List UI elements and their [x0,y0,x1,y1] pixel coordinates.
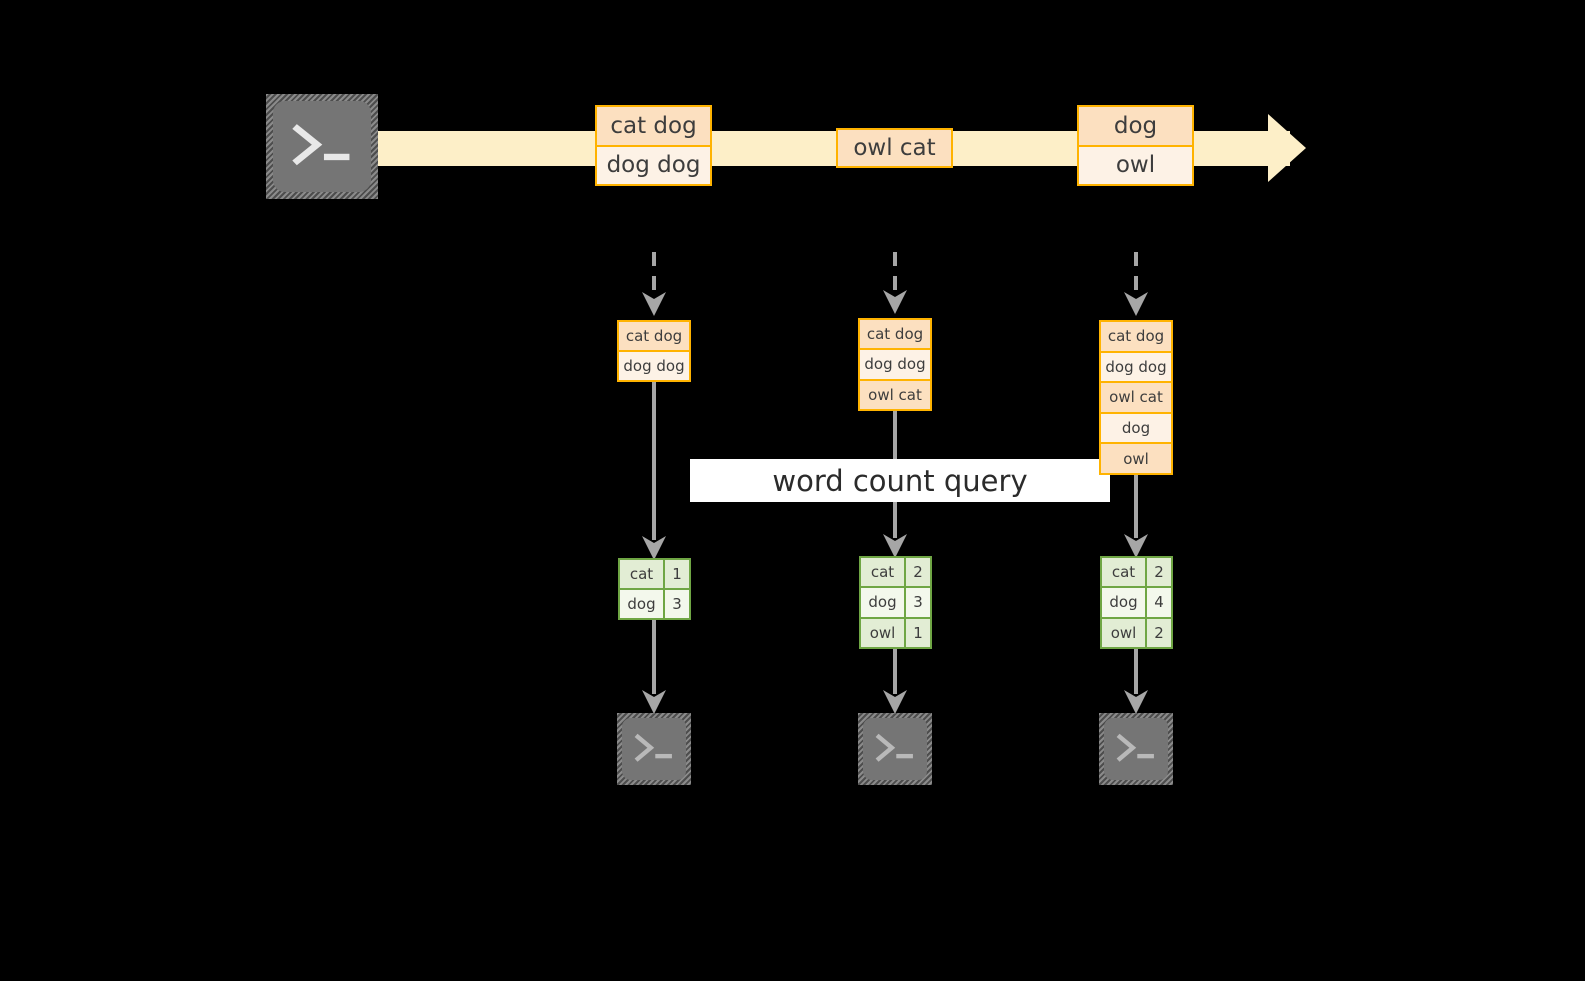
terminal-screen [1104,718,1168,780]
snapshot-3-sink-arrow [1121,649,1151,718]
terminal-prompt-glyph [292,124,350,166]
snapshot-1-sink-arrow [639,620,669,718]
snapshot-2-sink-arrow [880,649,910,718]
record-line: owl [1079,144,1192,184]
word-cell: cat [861,558,906,587]
word-cell: dog [861,588,906,617]
terminal-prompt-glyph [1116,733,1154,762]
record-line: dog dog [597,144,710,184]
table-row: owl 2 [1102,616,1171,647]
stream-arrowhead [1268,114,1306,182]
snapshot-3-result-table[interactable]: cat 2 dog 4 owl 2 [1100,556,1173,649]
terminal-prompt-glyph [634,733,672,762]
accumulated-line: dog dog [1101,350,1171,382]
accumulated-line: dog dog [860,348,930,379]
snapshot-1-tap-arrow [639,252,669,320]
count-cell: 4 [1154,593,1164,612]
word-cell: dog [1102,588,1147,617]
accumulated-line: cat dog [1101,322,1171,351]
accumulated-line: owl cat [1101,381,1171,412]
table-row: dog 3 [620,588,689,618]
snapshot-3-query-arrow [1121,475,1151,562]
count-cell: 2 [913,563,923,582]
table-row: cat 2 [1102,558,1171,587]
snapshot-3-sink-terminal-icon[interactable] [1099,713,1173,785]
word-cell: cat [1102,558,1147,587]
word-cell: owl [1102,618,1147,647]
snapshot-1-accumulated[interactable]: cat dog dog dog [617,320,691,382]
accumulated-line: dog [1101,411,1171,443]
source-terminal-icon[interactable] [266,94,378,199]
stream-record-2[interactable]: owl cat [836,128,953,168]
count-cell: 3 [913,593,923,612]
snapshot-1-sink-terminal-icon[interactable] [617,713,691,785]
terminal-screen [273,101,371,192]
accumulated-line: cat dog [619,322,689,350]
stream-record-3[interactable]: dog owl [1077,105,1194,186]
table-row: dog 4 [1102,586,1171,617]
query-label-band: word count query [690,459,1110,502]
query-label: word count query [772,463,1028,498]
stream-record-1[interactable]: cat dog dog dog [595,105,712,186]
snapshot-1-query-arrow [639,382,669,564]
snapshot-3-accumulated[interactable]: cat dog dog dog owl cat dog owl [1099,320,1173,475]
record-line: owl cat [838,130,951,166]
table-row: dog 3 [861,586,930,617]
record-line: cat dog [597,107,710,145]
count-cell: 2 [1154,623,1164,642]
word-cell: cat [620,560,665,588]
count-cell: 1 [913,623,923,642]
count-cell: 2 [1154,563,1164,582]
accumulated-line: cat dog [860,320,930,349]
table-row: cat 1 [620,560,689,588]
snapshot-2-tap-arrow [880,252,910,318]
snapshot-2-accumulated[interactable]: cat dog dog dog owl cat [858,318,932,411]
table-row: cat 2 [861,558,930,587]
count-cell: 1 [672,565,682,583]
word-cell: dog [620,590,665,618]
count-cell: 3 [672,595,682,613]
terminal-prompt-glyph [875,733,913,762]
snapshot-1-result-table[interactable]: cat 1 dog 3 [618,558,691,620]
accumulated-line: dog dog [619,350,689,380]
snapshot-3-tap-arrow [1121,252,1151,320]
snapshot-2-sink-terminal-icon[interactable] [858,713,932,785]
record-line: dog [1079,107,1192,145]
snapshot-2-result-table[interactable]: cat 2 dog 3 owl 1 [859,556,932,649]
accumulated-line: owl cat [860,378,930,409]
terminal-screen [622,718,686,780]
terminal-screen [863,718,927,780]
word-cell: owl [861,618,906,647]
table-row: owl 1 [861,616,930,647]
accumulated-line: owl [1101,442,1171,473]
